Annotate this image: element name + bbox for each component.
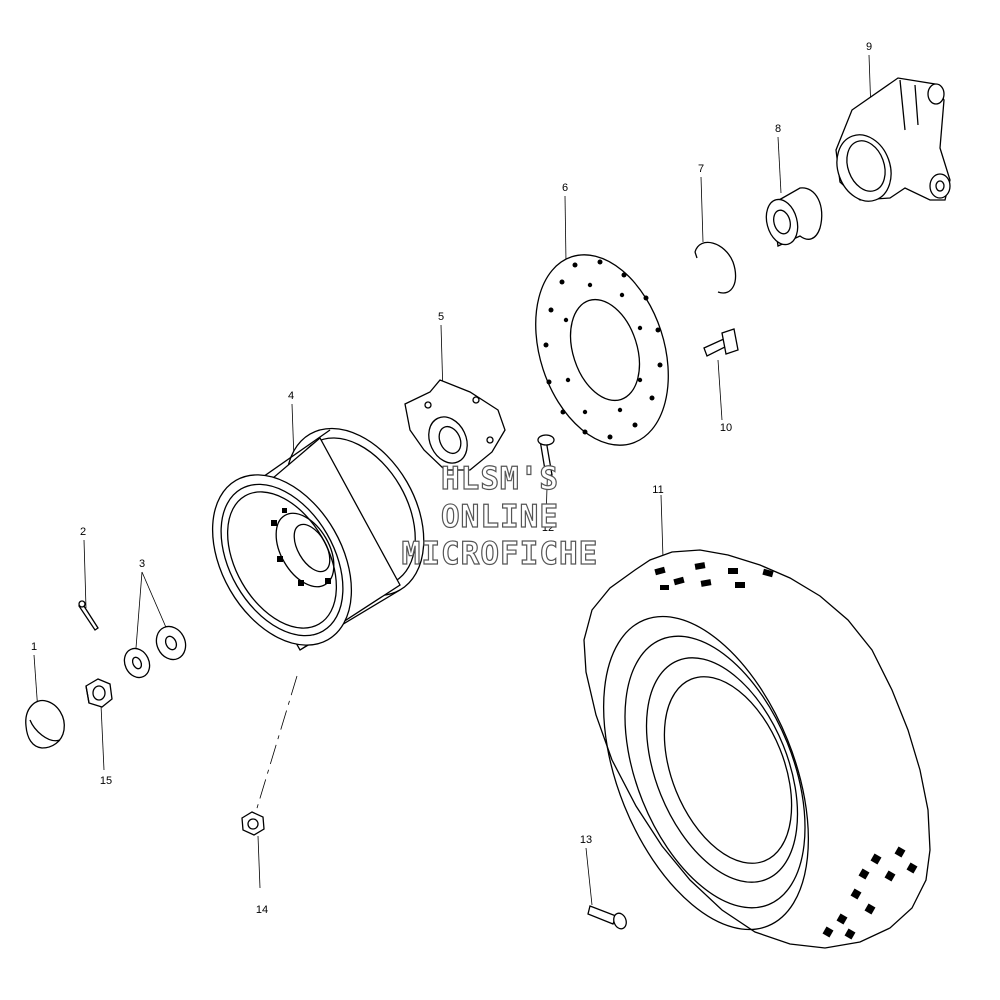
leader-lines <box>33 54 872 906</box>
callout-10: 10 <box>719 422 733 434</box>
bearing <box>765 187 823 247</box>
wheel-rim <box>211 427 425 651</box>
watermark-line-1: HLSM'S <box>440 461 559 497</box>
bolt <box>703 328 739 357</box>
callout-1: 1 <box>30 641 38 653</box>
castle-nut <box>85 678 113 708</box>
washers <box>123 625 187 679</box>
callout-12: 12 <box>541 522 555 534</box>
callout-11: 11 <box>652 484 664 496</box>
wheel-stud <box>537 434 555 477</box>
snap-ring <box>694 241 737 294</box>
callout-7: 7 <box>697 163 705 175</box>
callout-14: 14 <box>255 904 269 916</box>
callout-5: 5 <box>437 311 445 323</box>
watermark-line-3: MICROFICHE <box>401 536 599 572</box>
wheel-hub <box>404 379 506 471</box>
callout-8: 8 <box>774 123 782 135</box>
lug-nut <box>241 811 265 836</box>
callout-3: 3 <box>138 558 146 570</box>
callout-4: 4 <box>287 390 295 402</box>
screw <box>587 905 627 930</box>
callout-13: 13 <box>579 834 593 846</box>
callout-15: 15 <box>99 775 113 787</box>
callout-2: 2 <box>79 526 87 538</box>
brake-disc <box>535 254 669 446</box>
tire <box>583 549 931 949</box>
callout-6: 6 <box>561 182 569 194</box>
steering-knuckle <box>835 77 951 202</box>
callout-9: 9 <box>865 41 873 53</box>
hub-cap <box>25 699 65 749</box>
watermark-line-2: ONLINE <box>440 499 559 535</box>
cotter-pin <box>78 600 99 631</box>
